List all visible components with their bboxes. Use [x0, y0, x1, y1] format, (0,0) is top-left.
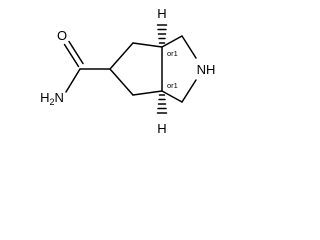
oxygen-label: O — [57, 28, 67, 43]
bond-c3a-c1 — [161, 35, 183, 48]
stereo-label-top: or1 — [167, 49, 178, 58]
structure-diagram: O H2N NH H H or1 or1 — [40, 6, 216, 136]
bond-c3-n — [181, 79, 197, 103]
bond-c5-c6 — [109, 42, 134, 70]
hashed-wedge-bottom — [156, 94, 168, 114]
bond-c4-c6a — [132, 90, 163, 96]
stereo-h-bottom: H — [157, 121, 166, 136]
ring-nh-label: NH — [197, 62, 216, 77]
bond-c1-n — [181, 35, 197, 59]
amide-h2-subscript: 2 — [49, 97, 54, 107]
amide-n-letter: N — [55, 90, 64, 105]
amide-nh2-label: H2N — [40, 90, 64, 107]
hashed-wedge-top — [156, 24, 168, 44]
bond-c6a-c3 — [161, 90, 183, 103]
bond-amide-c-n — [65, 68, 81, 93]
amide-h-prefix: H — [40, 90, 49, 105]
bonds — [63, 35, 197, 103]
bond-carbonyl-double-2 — [68, 40, 84, 65]
bond-c6-c3a — [132, 42, 163, 48]
stereo-h-top: H — [157, 6, 166, 21]
stereo-label-bottom: or1 — [167, 81, 178, 90]
bond-carbonyl-double-1 — [63, 43, 80, 68]
bond-c5-c4 — [109, 68, 134, 96]
